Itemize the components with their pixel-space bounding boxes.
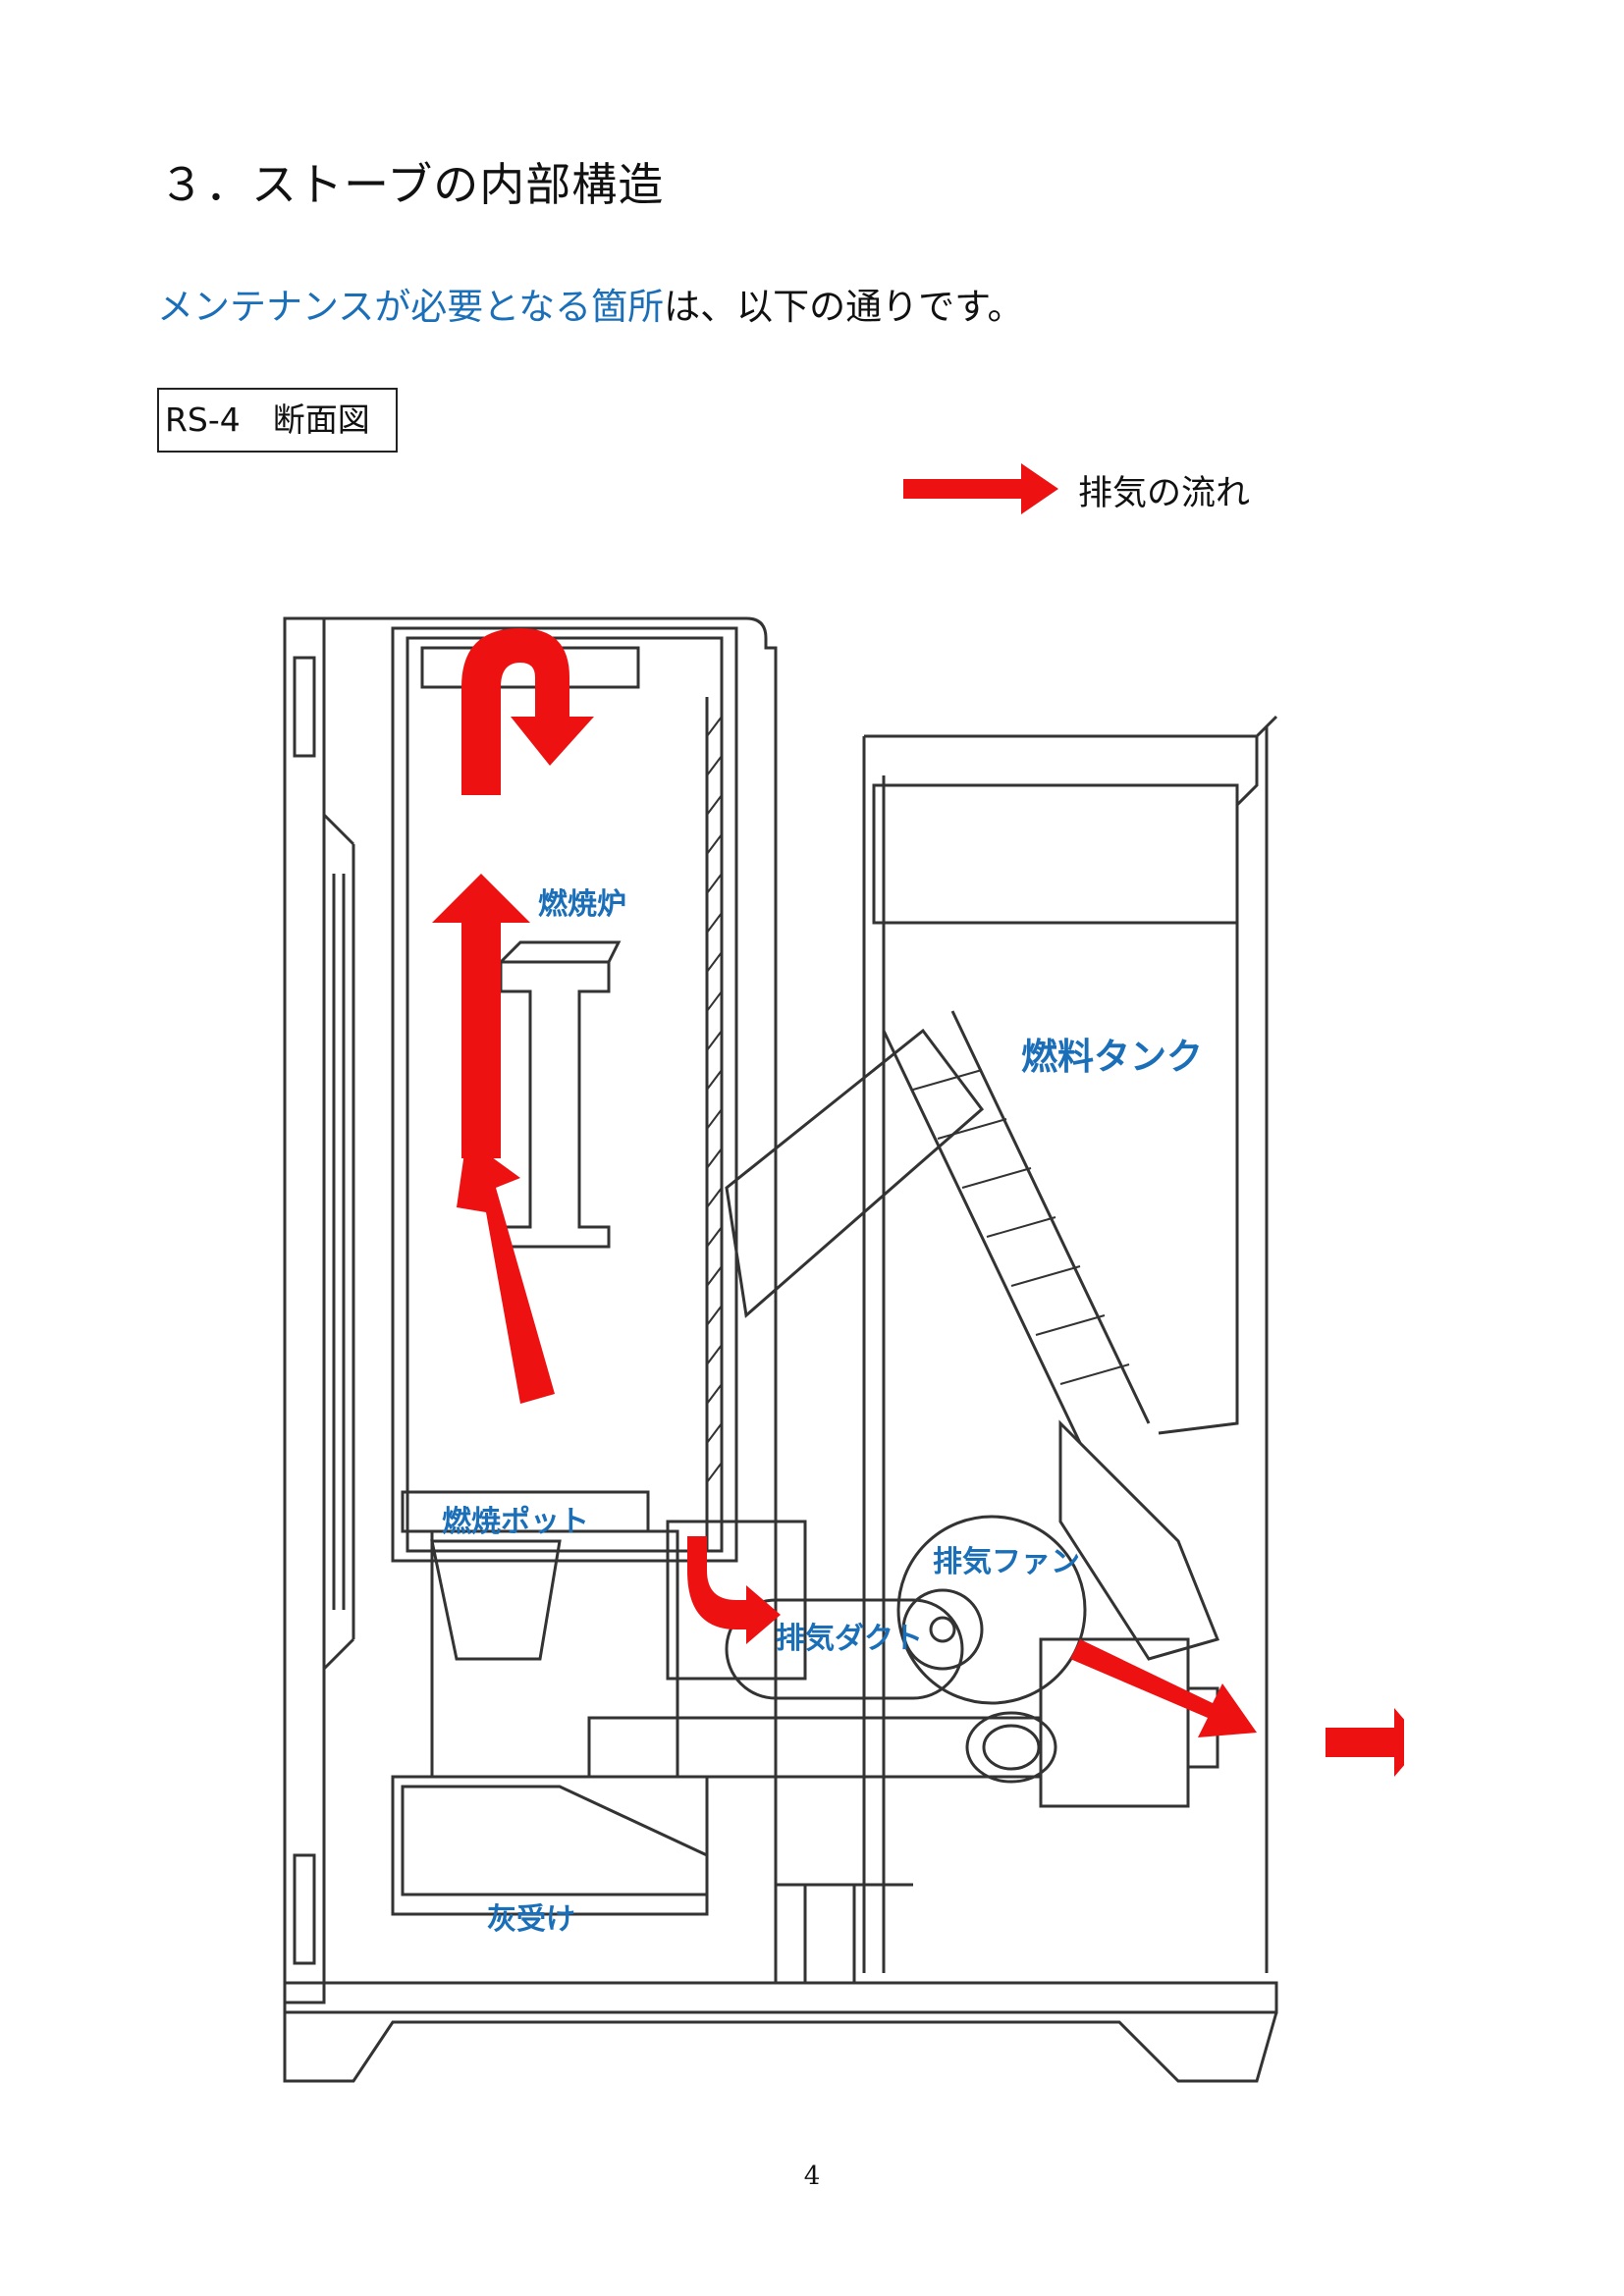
legend-arrow-icon: [903, 463, 1058, 514]
figure-label: RS-4 断面図: [157, 388, 398, 453]
label-combustion-pot: 燃焼ポット: [442, 1505, 589, 1539]
cross-section-diagram: [283, 616, 1404, 2083]
intro-highlight: メンテナンスが必要となる箇所: [157, 286, 665, 328]
label-fuel-tank: 燃料タンク: [1021, 1036, 1203, 1078]
legend-text: 排気の流れ: [1078, 474, 1251, 513]
intro-text: メンテナンスが必要となる箇所は、以下の通りです。: [157, 277, 1023, 330]
label-exhaust-fan: 排気ファン: [933, 1545, 1080, 1579]
page-number: 4: [803, 2162, 821, 2191]
label-ash-tray: 灰受け: [487, 1902, 575, 1937]
label-combustion-furnace: 燃焼炉: [538, 887, 626, 922]
intro-rest: は、以下の通りです。: [664, 286, 1024, 328]
label-exhaust-duct: 排気ダクト: [776, 1622, 923, 1656]
page-title: ３．ストーブの内部構造: [159, 158, 665, 211]
